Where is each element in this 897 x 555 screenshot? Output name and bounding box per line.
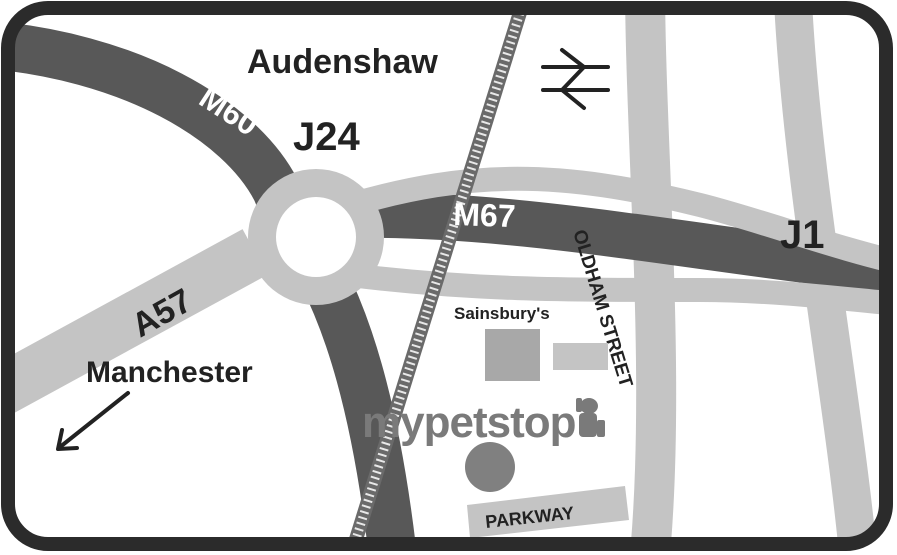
dog-icon	[576, 398, 605, 437]
a57-road	[8, 229, 268, 425]
store-logo: mypetstop	[362, 398, 605, 447]
m67-motorway	[349, 191, 886, 296]
j24-label: J24	[293, 115, 360, 159]
railway-station-icon	[541, 48, 610, 110]
supermarket-building	[485, 329, 540, 381]
car-park	[553, 343, 608, 370]
mypetstop-logo-text: mypetstop	[362, 398, 576, 447]
audenshaw-label: Audenshaw	[247, 43, 438, 81]
railway-line	[341, 8, 534, 544]
j1-label: J1	[780, 213, 825, 257]
arrow-down-left-icon	[56, 391, 130, 451]
parkway-sign: PARKWAY	[467, 486, 629, 538]
m67-label: M67	[453, 196, 516, 234]
junction-roundabout	[248, 166, 886, 317]
store-marker	[465, 442, 515, 492]
sainsburys-label: Sainsbury's	[454, 304, 550, 323]
manchester-label: Manchester	[86, 356, 253, 389]
